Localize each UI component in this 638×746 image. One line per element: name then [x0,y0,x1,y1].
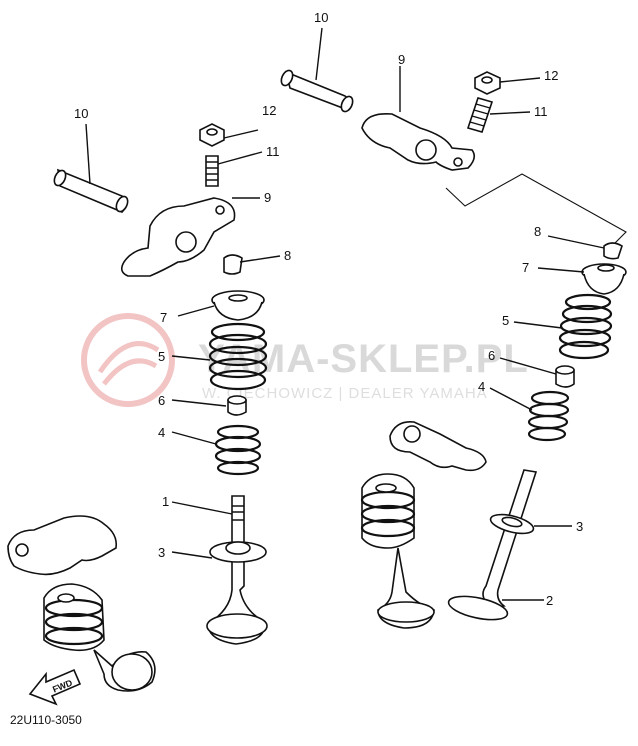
spring-assembled-right [360,473,435,629]
callout-12-left: 12 [262,103,276,118]
callout-6-left: 6 [158,393,165,408]
callout-3-left: 3 [158,545,165,560]
watermark-brand: YAMA-SKLEP.PL [198,337,529,381]
rocker-arm-assembled-right [389,420,487,472]
callout-12-upper: 12 [544,68,558,83]
valve-cotter-left [223,254,243,275]
valve-cotter-right [603,242,623,260]
adjuster-screw-left [205,155,219,187]
callout-1: 1 [162,494,169,509]
leader-lines [85,27,605,601]
rocker-shaft-left [53,168,129,213]
rocker-shaft-upper [280,69,354,113]
watermark: YAMA-SKLEP.PL W. CIECHOWICZ | DEALER YAM… [81,313,529,407]
inner-spring-right [527,390,570,442]
callout-11-left: 11 [266,144,280,159]
rocker-arm-assembled-left [7,515,118,576]
watermark-subtitle: W. CIECHOWICZ | DEALER YAMAHA [202,385,488,402]
outer-spring-right [558,293,613,360]
rocker-arm-upper [361,112,476,171]
spring-assembled-left [43,583,156,692]
callout-10-left: 10 [74,106,88,121]
callout-4-left: 4 [158,425,165,440]
watermark-logo-mark-icon [97,341,160,386]
callout-5-left: 5 [158,349,165,364]
callout-4-right: 4 [478,379,485,394]
callout-2: 2 [546,593,553,608]
callout-6-right: 6 [488,348,495,363]
spring-seat-left [227,395,247,416]
diagram-code: 22U110-3050 [10,713,82,727]
valve-left [206,495,268,645]
watermark-logo-icon [81,313,175,407]
adjuster-nut-left [199,123,225,147]
callout-7-right: 7 [522,260,529,275]
valve-seal-left [209,541,267,563]
callout-11-upper: 11 [534,104,548,119]
callout-5-right: 5 [502,313,509,328]
adjuster-screw-upper [466,97,494,133]
spring-seat-right [555,365,575,388]
callout-8-left: 8 [284,248,291,263]
spring-retainer-left [211,290,265,321]
valve-right [447,469,538,621]
adjuster-nut-upper [474,71,501,95]
callouts: 10 10 9 9 12 12 11 11 8 8 7 7 5 5 6 6 4 … [74,10,583,608]
inner-spring-left [214,424,262,476]
callout-9-upper: 9 [398,52,405,67]
callout-7-left: 7 [160,310,167,325]
spring-retainer-right [581,263,627,295]
fwd-arrow-icon: FWD [28,668,82,706]
callout-3-right: 3 [576,519,583,534]
callout-10-upper: 10 [314,10,328,25]
callout-9-left: 9 [264,190,271,205]
rocker-arm-left [120,197,236,277]
callout-8-right: 8 [534,224,541,239]
guide-line [445,173,627,247]
outer-spring-left [208,322,268,391]
